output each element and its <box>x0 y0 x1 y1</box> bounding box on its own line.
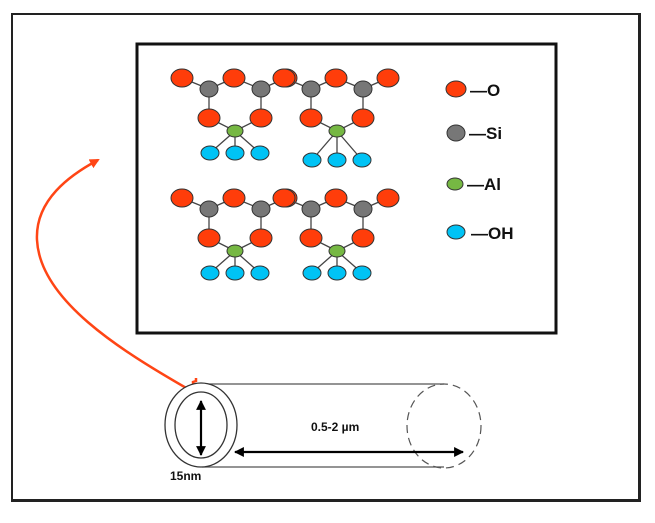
silicon-atom <box>251 200 271 218</box>
structure-row <box>170 188 400 281</box>
hydroxyl-group <box>352 265 372 281</box>
molecular-structure <box>170 68 400 281</box>
legend-label-hydroxyl: —OH <box>471 224 514 243</box>
legend-item-silicon: —Si <box>446 124 502 143</box>
oxygen-atom <box>376 68 400 88</box>
silicon-atom <box>301 200 321 218</box>
hydroxyl-group <box>250 145 270 161</box>
oxygen-atom <box>351 108 375 128</box>
oxygen-atom <box>324 68 348 88</box>
oxygen-atom <box>351 228 375 248</box>
structure-unit <box>272 188 400 281</box>
aluminum-atom-icon <box>446 177 464 191</box>
oxygen-atom <box>170 68 194 88</box>
oxygen-atom <box>222 68 246 88</box>
silicon-atom <box>353 80 373 98</box>
nanotube: 15nm 0.5-2 µm <box>164 382 482 483</box>
hydroxyl-group <box>302 152 322 168</box>
aluminum-atom <box>328 244 346 258</box>
hydroxyl-group <box>327 265 347 281</box>
oxygen-atom <box>299 108 323 128</box>
aluminum-atom <box>328 124 346 138</box>
legend-label-aluminum: —Al <box>467 175 501 194</box>
hydroxyl-group <box>200 265 220 281</box>
hydroxyl-group <box>302 265 322 281</box>
hydroxyl-group <box>327 152 347 168</box>
silicon-atom-icon <box>446 124 466 142</box>
oxygen-atom <box>299 228 323 248</box>
oxygen-atom <box>197 228 221 248</box>
oxygen-atom <box>324 188 348 208</box>
oxygen-atom <box>197 108 221 128</box>
oxygen-atom <box>249 228 273 248</box>
silicon-atom <box>199 200 219 218</box>
legend-label-oxygen: —O <box>470 81 500 100</box>
oxygen-atom <box>249 108 273 128</box>
aluminum-atom <box>226 124 244 138</box>
hydroxyl-icon <box>446 224 466 240</box>
hydroxyl-group <box>352 152 372 168</box>
silicon-atom <box>199 80 219 98</box>
legend-item-hydroxyl: —OH <box>446 224 514 243</box>
silicon-atom <box>353 200 373 218</box>
silicon-atom <box>251 80 271 98</box>
oxygen-atom <box>222 188 246 208</box>
hydroxyl-group <box>250 265 270 281</box>
oxygen-atom <box>376 188 400 208</box>
hydroxyl-group <box>225 265 245 281</box>
hydroxyl-group <box>225 145 245 161</box>
hydroxyl-group <box>200 145 220 161</box>
legend: —O —Si —Al —OH <box>445 80 514 243</box>
oxygen-atom <box>272 68 296 88</box>
structure-row <box>170 68 400 168</box>
tube-end-dashed <box>406 383 482 469</box>
length-label: 0.5-2 µm <box>311 420 359 434</box>
silicon-atom <box>301 80 321 98</box>
outer-frame <box>11 13 641 502</box>
legend-item-oxygen: —O <box>445 80 500 100</box>
legend-label-silicon: —Si <box>469 124 502 143</box>
zoom-arrow <box>35 158 189 391</box>
oxygen-atom-icon <box>445 80 467 98</box>
aluminum-atom <box>226 244 244 258</box>
diameter-label: 15nm <box>170 469 201 483</box>
structure-unit <box>272 68 400 168</box>
legend-item-aluminum: —Al <box>446 175 501 194</box>
oxygen-atom <box>272 188 296 208</box>
oxygen-atom <box>170 188 194 208</box>
